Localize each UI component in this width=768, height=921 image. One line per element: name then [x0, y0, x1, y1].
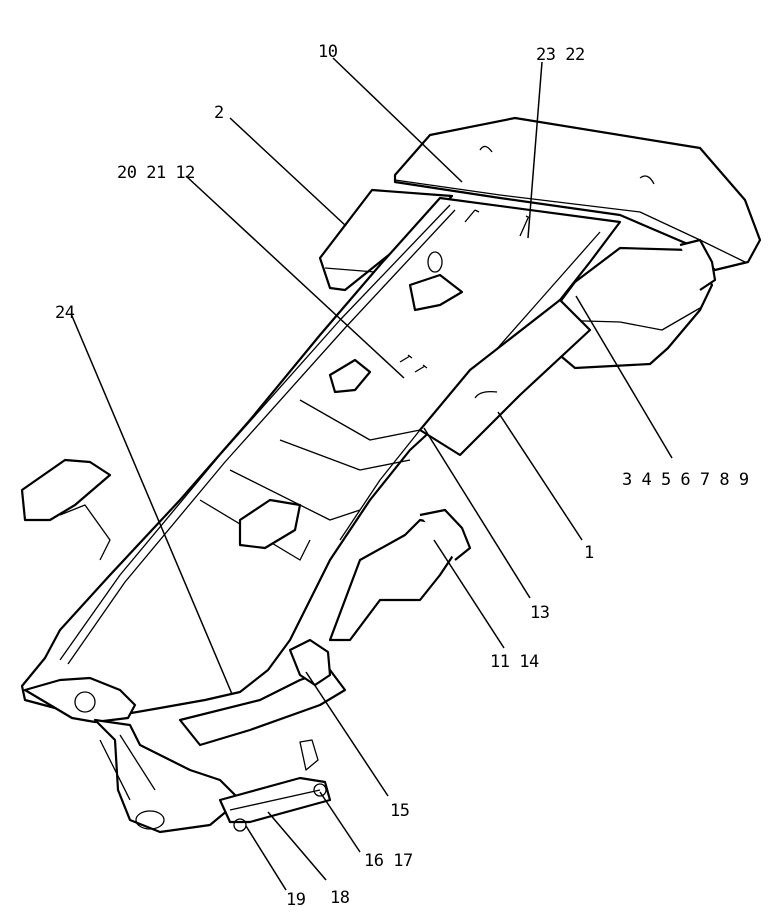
leader-1 — [497, 411, 583, 541]
callout-23-22: 23 22 — [536, 45, 585, 65]
leader-20-21-12 — [185, 175, 405, 379]
side-block-right — [546, 238, 717, 370]
leader-lines — [71, 57, 673, 891]
leader-10 — [332, 57, 463, 183]
leader-15 — [305, 671, 389, 797]
leader-18 — [267, 811, 327, 881]
callout-13: 13 — [530, 603, 549, 623]
callout-24: 24 — [55, 303, 75, 323]
leader-11-14 — [433, 539, 505, 649]
callout-11-14: 11 14 — [490, 652, 539, 672]
leader-23 — [527, 61, 543, 239]
leader-24 — [71, 315, 233, 695]
leader-16-17 — [319, 791, 361, 853]
callout-labels: 10 23 22 2 20 21 12 24 3 4 5 6 7 8 9 1 1… — [55, 42, 749, 910]
counterweight — [393, 116, 762, 272]
leader-3-9 — [575, 295, 673, 459]
callout-18: 18 — [330, 888, 350, 908]
callout-10: 10 — [318, 42, 338, 62]
callout-15: 15 — [390, 801, 409, 821]
leader-2 — [229, 117, 347, 227]
callout-16-17: 16 17 — [364, 851, 413, 871]
main-frame — [20, 196, 622, 834]
leader-19 — [245, 825, 287, 891]
callout-3-9: 3 4 5 6 7 8 9 — [622, 470, 749, 490]
callout-20-21-12: 20 21 12 — [117, 163, 195, 183]
callout-19: 19 — [286, 890, 306, 910]
callout-2: 2 — [214, 103, 224, 123]
leader-13 — [423, 427, 531, 599]
callout-1: 1 — [584, 543, 594, 563]
